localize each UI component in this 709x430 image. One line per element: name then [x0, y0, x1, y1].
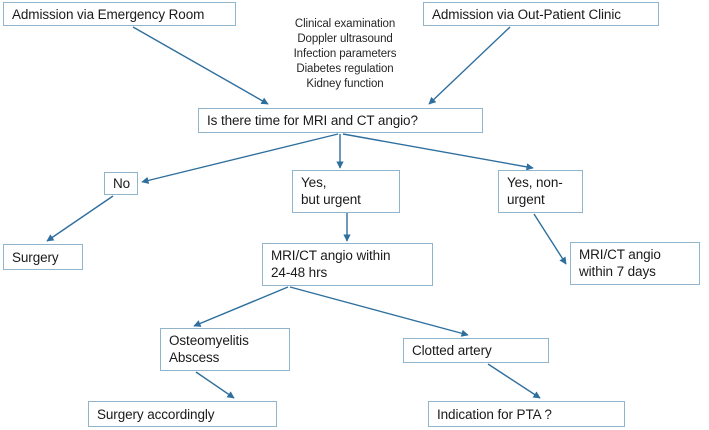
- node-admission-emergency-room[interactable]: Admission via Emergency Room: [3, 2, 236, 26]
- node-option-yes-non-urgent[interactable]: Yes, non- urgent: [498, 170, 583, 213]
- node-clotted-artery[interactable]: Clotted artery: [403, 338, 549, 363]
- edge-clotted-to-indication-pta: [487, 363, 541, 399]
- node-option-no[interactable]: No: [104, 172, 138, 195]
- node-option-yes-but-urgent[interactable]: Yes, but urgent: [292, 170, 400, 213]
- node-decision-time-for-mri-ct-angio[interactable]: Is there time for MRI and CT angio?: [198, 108, 483, 133]
- edge-er-to-decision: [132, 26, 269, 105]
- edge-mri2448-to-clotted: [289, 286, 469, 337]
- node-osteomyelitis-abscess[interactable]: Osteomyelitis Abscess: [160, 328, 290, 371]
- node-surgery-accordingly[interactable]: Surgery accordingly: [88, 401, 277, 427]
- node-surgery[interactable]: Surgery: [3, 244, 83, 270]
- edge-decision-to-no: [141, 133, 339, 184]
- edge-no-to-surgery: [46, 195, 114, 242]
- node-indication-for-pta[interactable]: Indication for PTA ?: [428, 401, 625, 427]
- edge-osteomyelitis-to-surgery-accordingly: [195, 371, 235, 399]
- edge-opc-to-decision: [428, 26, 511, 105]
- edge-mri2448-to-osteomyelitis: [193, 286, 289, 327]
- node-admission-outpatient-clinic[interactable]: Admission via Out-Patient Clinic: [423, 2, 659, 26]
- note-initial-workup: Clinical examination Doppler ultrasound …: [293, 18, 397, 90]
- node-mri-ct-angio-within-7-days[interactable]: MRI/CT angio within 7 days: [570, 242, 700, 285]
- edge-decision-to-yes-nonurgent: [342, 133, 534, 171]
- node-mri-ct-angio-24-48-hrs[interactable]: MRI/CT angio within 24-48 hrs: [262, 243, 433, 286]
- edge-yes-nonurgent-to-mri7: [533, 213, 567, 265]
